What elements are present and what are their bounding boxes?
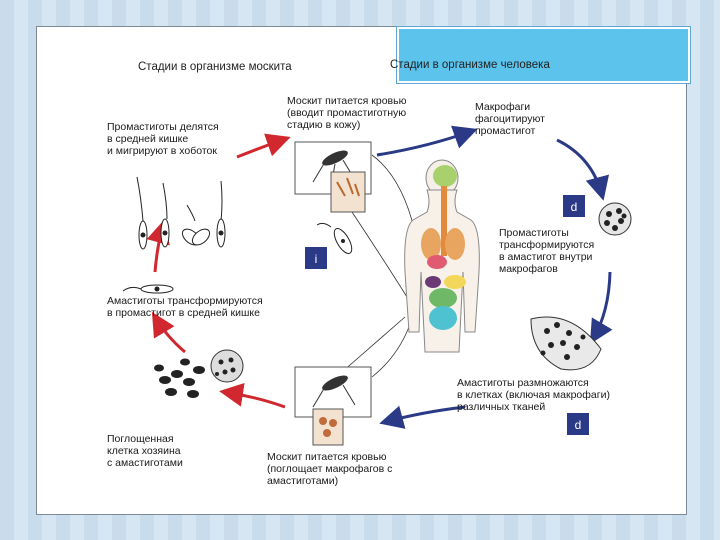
step-engulfed-host-cell: Поглощенная клетка хозяина с амастиготам… xyxy=(107,433,183,469)
human-body xyxy=(404,159,480,353)
step-mosquito-feeds-ingest: Москит питается кровью (поглощает макроф… xyxy=(267,451,393,487)
step-amastigotes-multiply: Амастиготы размножаются в клетках (включ… xyxy=(457,377,610,413)
arrow-s5-to-s6 xyxy=(219,382,286,409)
mosquito-feeding-top xyxy=(294,141,372,213)
title-box xyxy=(397,27,690,83)
promastigotes-dividing xyxy=(136,176,226,250)
step-mosquito-feeds-inject: Москит питается кровью (вводит промастиг… xyxy=(287,95,407,131)
badge-i-label: i xyxy=(315,252,318,266)
macrophage-round xyxy=(598,202,632,236)
arrow-s2-to-s3 xyxy=(556,138,610,201)
promastigote-near-skin xyxy=(316,222,353,254)
step-macrophages-phagocytize: Макрофаги фагоцитируют промастигот xyxy=(475,101,545,137)
arrow-s4-to-s5 xyxy=(379,405,466,429)
arrow-s1-to-s2 xyxy=(376,125,478,157)
macrophage-elongated xyxy=(530,316,602,371)
arrow-s8-to-s1 xyxy=(236,133,291,159)
badge-d1-label: d xyxy=(571,200,578,214)
arrow-s3-to-s4 xyxy=(589,271,613,345)
slide: i d d Стадии в организме москита Стадии … xyxy=(36,26,690,515)
badge-d1: d xyxy=(563,195,585,217)
step-promastigotes-divide: Промастиготы делятся в средней кишке и м… xyxy=(107,121,219,157)
badge-i: i xyxy=(305,247,327,269)
badge-d2-label: d xyxy=(575,418,582,432)
host-cell-cluster xyxy=(154,349,244,398)
header-mosquito: Стадии в организме москита xyxy=(138,61,292,73)
mosquito-feeding-bottom xyxy=(294,366,372,446)
badge-d2: d xyxy=(567,413,589,435)
header-human: Стадии в организме человека xyxy=(390,59,550,71)
promastigote-single xyxy=(122,284,174,294)
arrow-s6-to-s7 xyxy=(151,311,186,354)
step-promastigotes-transform: Промастиготы трансформируются в амастиго… xyxy=(499,227,595,275)
step-amastigotes-to-promastigotes: Амастиготы трансформируются в промастиго… xyxy=(107,295,263,319)
life-cycle-diagram: i d d xyxy=(122,125,632,446)
